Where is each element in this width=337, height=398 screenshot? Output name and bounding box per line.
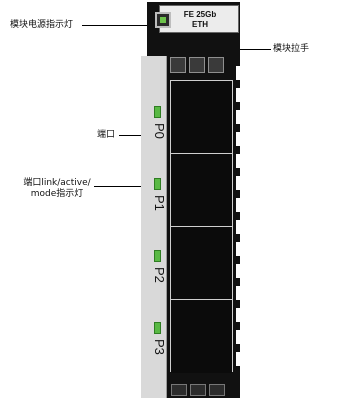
power-led-label: 模块电源指示灯 [10, 20, 74, 30]
side-notch [236, 110, 240, 124]
top-slot [208, 57, 224, 73]
side-notch [236, 176, 240, 190]
port-led-leader [94, 186, 156, 187]
bottom-slot [171, 384, 187, 396]
module-title-line2: ETH [192, 20, 208, 29]
port-label-p0: P0 [152, 123, 167, 139]
handle-leader [232, 49, 271, 50]
bottom-slot [190, 384, 206, 396]
handle-label: 模块拉手 [273, 44, 310, 54]
port-led-p1 [154, 178, 161, 190]
port-p0[interactable] [171, 81, 232, 154]
port-led-label-line1: 端口link/active/ [23, 178, 91, 188]
side-notch [236, 330, 240, 344]
power-led-light [160, 17, 166, 23]
side-notch [236, 220, 240, 234]
bottom-slot [209, 384, 225, 396]
port-led-p2 [154, 250, 161, 262]
side-notch [236, 242, 240, 256]
side-notch [236, 88, 240, 102]
port-led-label: 端口link/active/ mode指示灯 [18, 178, 96, 200]
top-slot [189, 57, 205, 73]
port-label-p2: P2 [152, 267, 167, 283]
side-notch [236, 132, 240, 146]
port-led-label-line2: mode指示灯 [30, 189, 84, 199]
module-handle[interactable] [166, 38, 236, 52]
port-p2[interactable] [171, 227, 232, 300]
port-led-p0 [154, 106, 161, 118]
module-title-line1: FE 25Gb [183, 10, 217, 19]
port-label: 端口 [97, 130, 116, 140]
network-module: FE 25Gb ETH P0 P1 P2 P3 [141, 2, 240, 398]
side-notch [236, 286, 240, 300]
top-slot [170, 57, 186, 73]
side-notch [236, 308, 240, 322]
side-notch [236, 264, 240, 278]
port-p3[interactable] [171, 300, 232, 373]
side-notch [236, 352, 240, 366]
side-notch [236, 154, 240, 168]
port-stack [170, 80, 233, 373]
port-label-p1: P1 [152, 195, 167, 211]
side-notch [236, 66, 240, 80]
power-led-leader [82, 25, 152, 26]
power-led [155, 12, 171, 28]
side-notch [236, 198, 240, 212]
port-led-p3 [154, 322, 161, 334]
port-label-p3: P3 [152, 339, 167, 355]
port-p1[interactable] [171, 154, 232, 227]
module-top-plate: FE 25Gb ETH [159, 5, 239, 33]
